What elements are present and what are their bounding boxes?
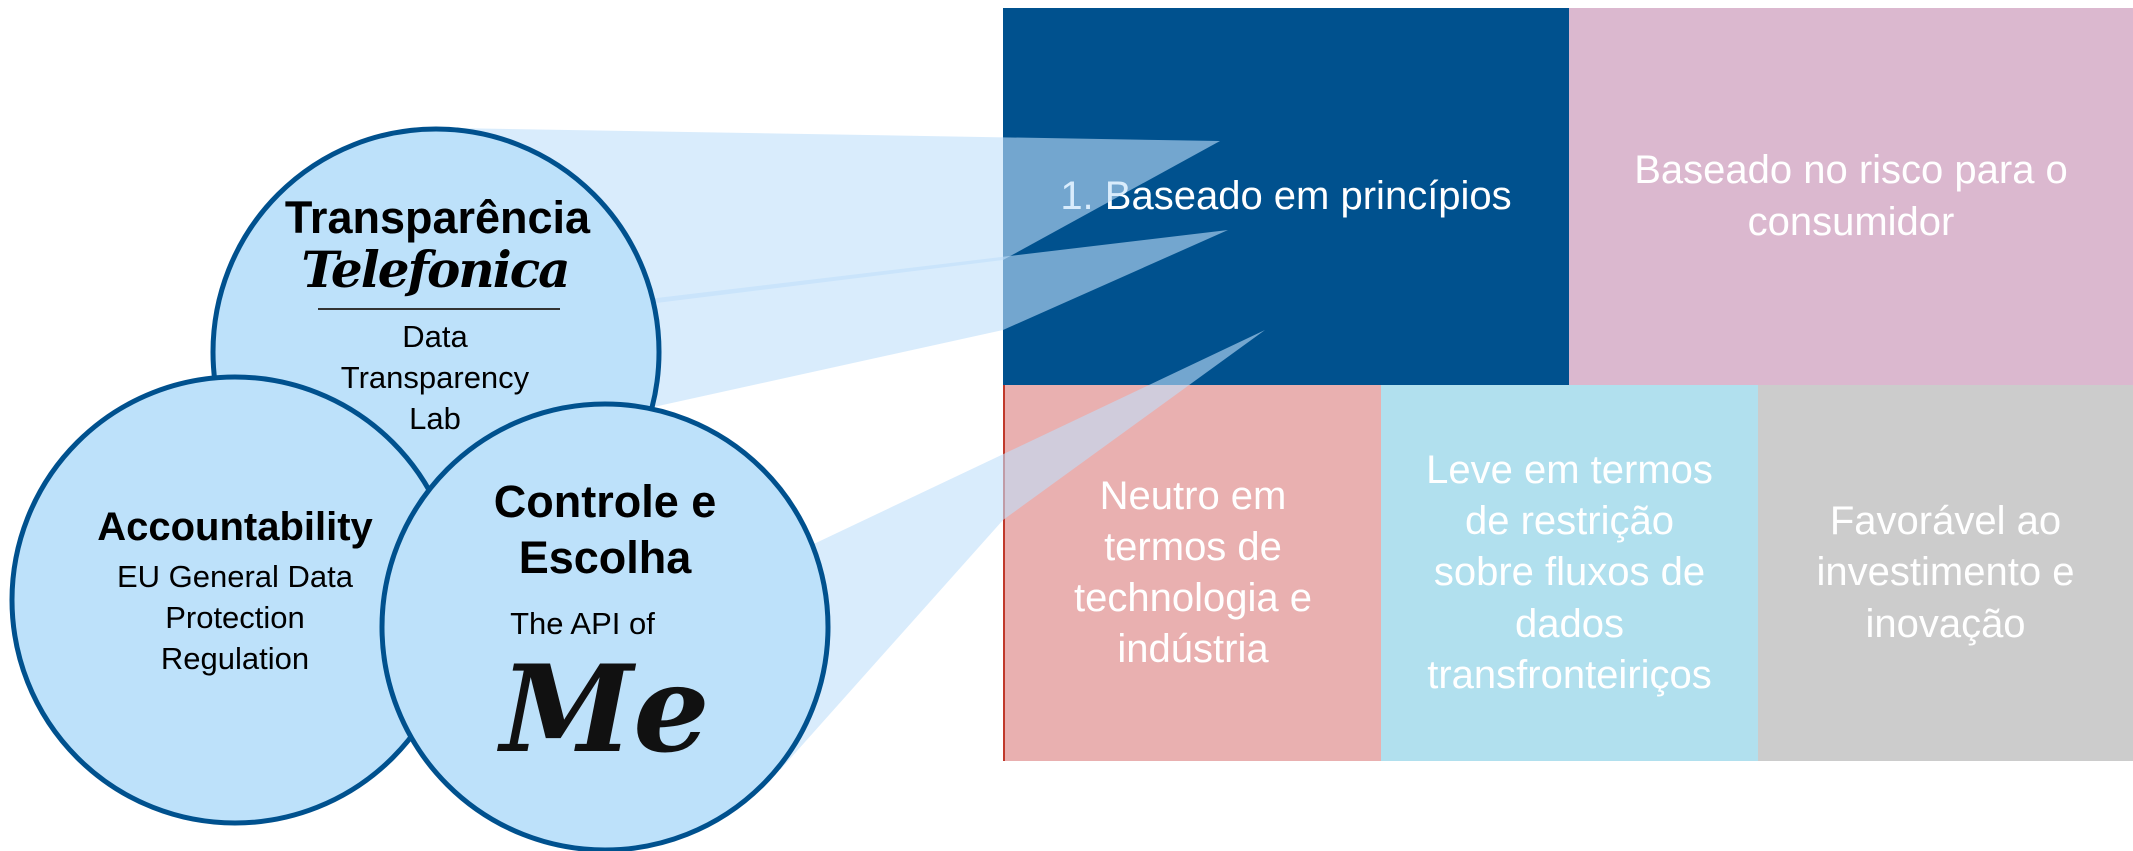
tile-risk: Baseado no risco para o consumidor	[1569, 8, 2133, 385]
tile-light-text: Leve em termos de restrição sobre fluxos…	[1426, 448, 1713, 697]
control-title: Controle e Escolha	[493, 476, 717, 583]
accountability-subtitle: EU General Data Protection Regulation	[116, 559, 354, 676]
tile-neutral: Neutro em termos de technologia e indúst…	[1003, 385, 1381, 761]
tile-light: Leve em termos de restrição sobre fluxos…	[1381, 385, 1758, 761]
tile-investment: Favorável ao investimento e inovação	[1758, 385, 2133, 761]
ray-accountability	[640, 230, 1228, 410]
telefonica-logo: Telefonica	[301, 240, 570, 299]
transparency-title: Transparência	[284, 192, 591, 243]
control-subtitle: The API of	[510, 606, 655, 641]
circle-control	[379, 401, 831, 851]
ray-control	[780, 330, 1265, 770]
tile-risk-text: Baseado no risco para o consumidor	[1634, 148, 2068, 244]
tile-neutral-text: Neutro em termos de technologia e indúst…	[1074, 473, 1312, 672]
me-logo: Me	[500, 639, 710, 780]
accountability-title: Accountability	[97, 505, 373, 549]
transparency-subtitle: Data Transparency Lab	[340, 319, 530, 436]
tile-investment-text: Favorável ao investimento e inovação	[1816, 499, 2075, 646]
